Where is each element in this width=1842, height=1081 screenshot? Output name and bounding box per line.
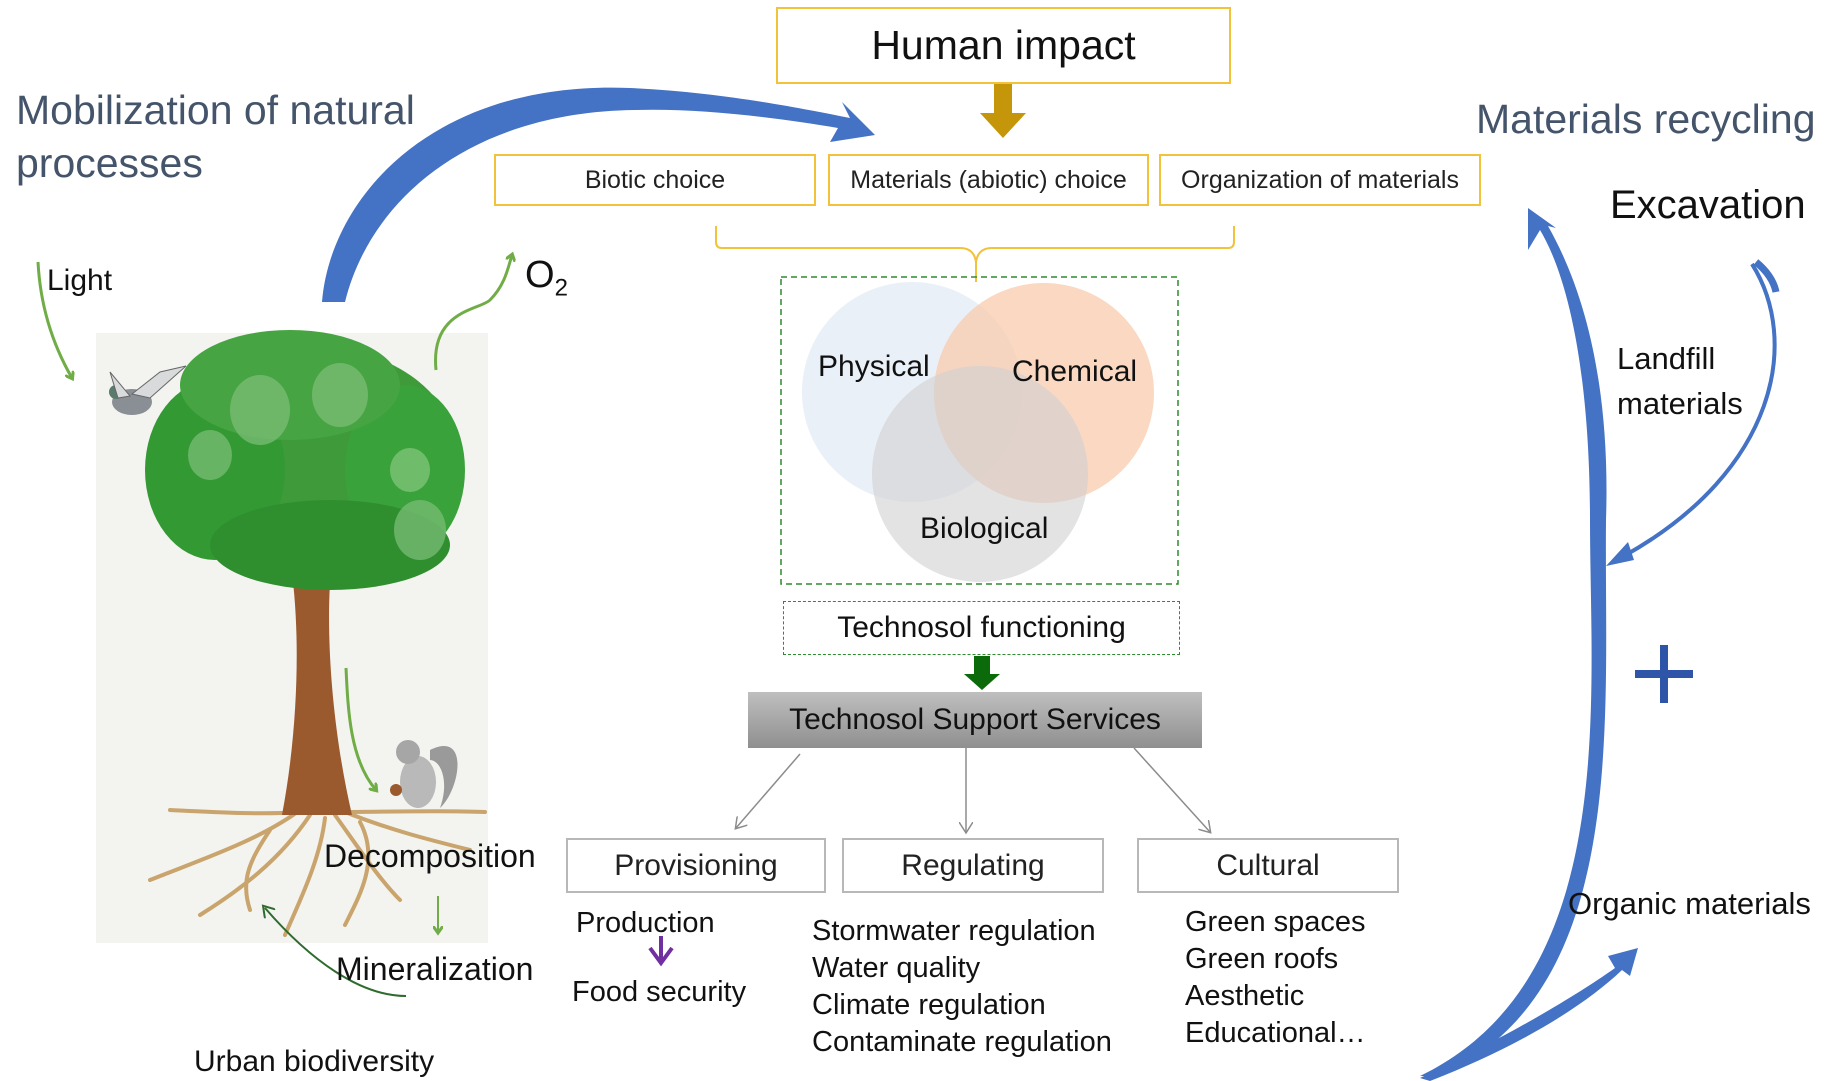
- regulating-item: Climate regulation: [812, 989, 1046, 1021]
- biotic-choice-label: Biotic choice: [584, 165, 726, 194]
- provisioning-box: Provisioning: [566, 838, 826, 893]
- support-services-label: Technosol Support Services: [789, 703, 1161, 736]
- regulating-item: Water quality: [812, 952, 981, 984]
- urban-biodiversity-label: Urban biodiversity: [194, 1045, 435, 1078]
- to-cultural-arrow: [1133, 747, 1210, 832]
- human-impact-box: Human impact: [776, 7, 1231, 84]
- cultural-box: Cultural: [1137, 838, 1399, 893]
- biological-circle: [872, 366, 1088, 582]
- venn-frame: [780, 276, 1179, 585]
- regulating-item: Contaminate regulation: [812, 1026, 1112, 1058]
- light-arrow: [36, 261, 72, 378]
- recycling-arrow: [1420, 208, 1607, 1076]
- abiotic-choice-label: Materials (abiotic) choice: [850, 165, 1127, 194]
- mineralization-arrow: [265, 908, 407, 997]
- squirrel-icon: [390, 740, 458, 808]
- cultural-item: Aesthetic: [1185, 980, 1305, 1012]
- cultural-item: Educational…: [1185, 1017, 1366, 1049]
- o2-arrow: [434, 255, 512, 371]
- organization-box: Organization of materials: [1159, 154, 1481, 206]
- choices-brace: [715, 226, 1235, 282]
- landfill-line-1: Landfill: [1617, 341, 1716, 376]
- excavation-label: Excavation: [1610, 183, 1806, 227]
- materials-recycling-title: Materials recycling: [1476, 96, 1816, 142]
- support-services-box: Technosol Support Services: [748, 692, 1202, 748]
- chemical-label: Chemical: [1012, 355, 1138, 388]
- production-label: Production: [576, 907, 715, 939]
- light-label: Light: [47, 264, 113, 297]
- tree-roots: [148, 808, 487, 937]
- tree-trunk: [282, 560, 352, 815]
- regulating-item: Stormwater regulation: [812, 915, 1096, 947]
- biotic-choice-box: Biotic choice: [494, 154, 816, 206]
- leaf-fall-arrow: [344, 667, 376, 790]
- tree-canopy: [145, 330, 465, 590]
- to-provisioning-arrow: [736, 753, 801, 828]
- physical-label: Physical: [818, 350, 930, 383]
- regulating-box: Regulating: [842, 838, 1104, 893]
- landfill-label: Landfill materials: [1617, 336, 1743, 426]
- provisioning-label: Provisioning: [614, 848, 778, 882]
- o2-main: O: [525, 254, 555, 296]
- human-impact-label: Human impact: [871, 22, 1136, 68]
- cultural-list: Green spaces Green roofs Aesthetic Educa…: [1185, 904, 1366, 1052]
- landfill-arrow: [1623, 262, 1777, 558]
- o2-subscript: 2: [554, 274, 568, 302]
- mobilization-line-2: processes: [16, 140, 203, 187]
- human-impact-arrow: [980, 84, 1026, 138]
- food-security-label: Food security: [572, 976, 747, 1008]
- organic-materials-label: Organic materials: [1568, 886, 1811, 921]
- technosol-functioning-label: Technosol functioning: [837, 611, 1126, 644]
- technosol-functioning-box: Technosol functioning: [783, 601, 1180, 655]
- cultural-item: Green roofs: [1185, 943, 1339, 975]
- cultural-item: Green spaces: [1185, 906, 1366, 938]
- mobilization-title: Mobilization of natural processes: [16, 84, 415, 191]
- o2-label: O2: [525, 254, 568, 302]
- mineralization-label: Mineralization: [336, 951, 534, 987]
- pigeon-icon: [109, 365, 187, 415]
- regulating-list: Stormwater regulation Water quality Clim…: [812, 913, 1112, 1081]
- organic-arrow: [1420, 948, 1638, 1081]
- functioning-arrow: [964, 656, 1000, 690]
- cultural-label: Cultural: [1216, 848, 1320, 882]
- plus-horizontal: [1635, 670, 1693, 678]
- regulating-label: Regulating: [901, 848, 1045, 882]
- biological-label: Biological: [920, 512, 1049, 545]
- mobilization-line-1: Mobilization of natural: [16, 87, 415, 133]
- mobilization-arrow: [322, 87, 875, 302]
- landfill-line-2: materials: [1617, 386, 1743, 421]
- regulating-item: ...: [812, 1063, 837, 1081]
- production-arrow: [648, 936, 674, 967]
- abiotic-choice-box: Materials (abiotic) choice: [828, 154, 1149, 206]
- decomposition-label: Decomposition: [324, 838, 536, 874]
- organization-label: Organization of materials: [1181, 165, 1459, 194]
